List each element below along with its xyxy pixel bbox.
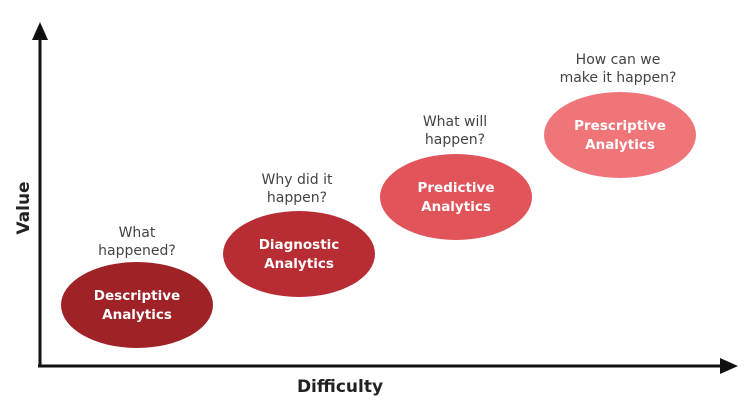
axes bbox=[32, 22, 738, 374]
stage-name-line2: Analytics bbox=[264, 256, 334, 272]
x-axis-arrow-icon bbox=[720, 358, 738, 374]
y-axis-label: Value bbox=[14, 181, 34, 234]
stage-question-line2: happen? bbox=[267, 190, 327, 206]
stage-name-line2: Analytics bbox=[421, 199, 491, 215]
stage-ellipse bbox=[223, 211, 375, 297]
stage-diagnostic: Why did it happen? Diagnostic Analytics bbox=[223, 172, 375, 297]
stage-name-line1: Predictive bbox=[417, 180, 494, 196]
stage-question-line1: What will bbox=[423, 114, 487, 130]
stage-question-line1: How can we bbox=[576, 52, 661, 68]
stage-prescriptive: How can we make it happen? Prescriptive … bbox=[544, 52, 696, 178]
y-axis-arrow-icon bbox=[32, 22, 48, 40]
stage-question-line1: Why did it bbox=[262, 172, 333, 188]
stage-name-line2: Analytics bbox=[102, 307, 172, 323]
stage-question-line2: make it happen? bbox=[560, 70, 677, 86]
stage-name-line1: Diagnostic bbox=[259, 237, 340, 253]
stage-ellipse bbox=[544, 92, 696, 178]
stage-question-line1: What bbox=[119, 225, 156, 241]
stage-ellipse bbox=[61, 262, 213, 348]
stage-question-line2: happened? bbox=[98, 243, 176, 259]
stage-descriptive: What happened? Descriptive Analytics bbox=[61, 225, 213, 348]
x-axis-label: Difficulty bbox=[297, 377, 383, 397]
stage-ellipse bbox=[380, 154, 532, 240]
stage-name-line2: Analytics bbox=[585, 137, 655, 153]
stage-question-line2: happen? bbox=[425, 132, 485, 148]
stage-name-line1: Descriptive bbox=[94, 288, 180, 304]
stage-name-line1: Prescriptive bbox=[574, 118, 666, 134]
stage-predictive: What will happen? Predictive Analytics bbox=[380, 114, 532, 240]
